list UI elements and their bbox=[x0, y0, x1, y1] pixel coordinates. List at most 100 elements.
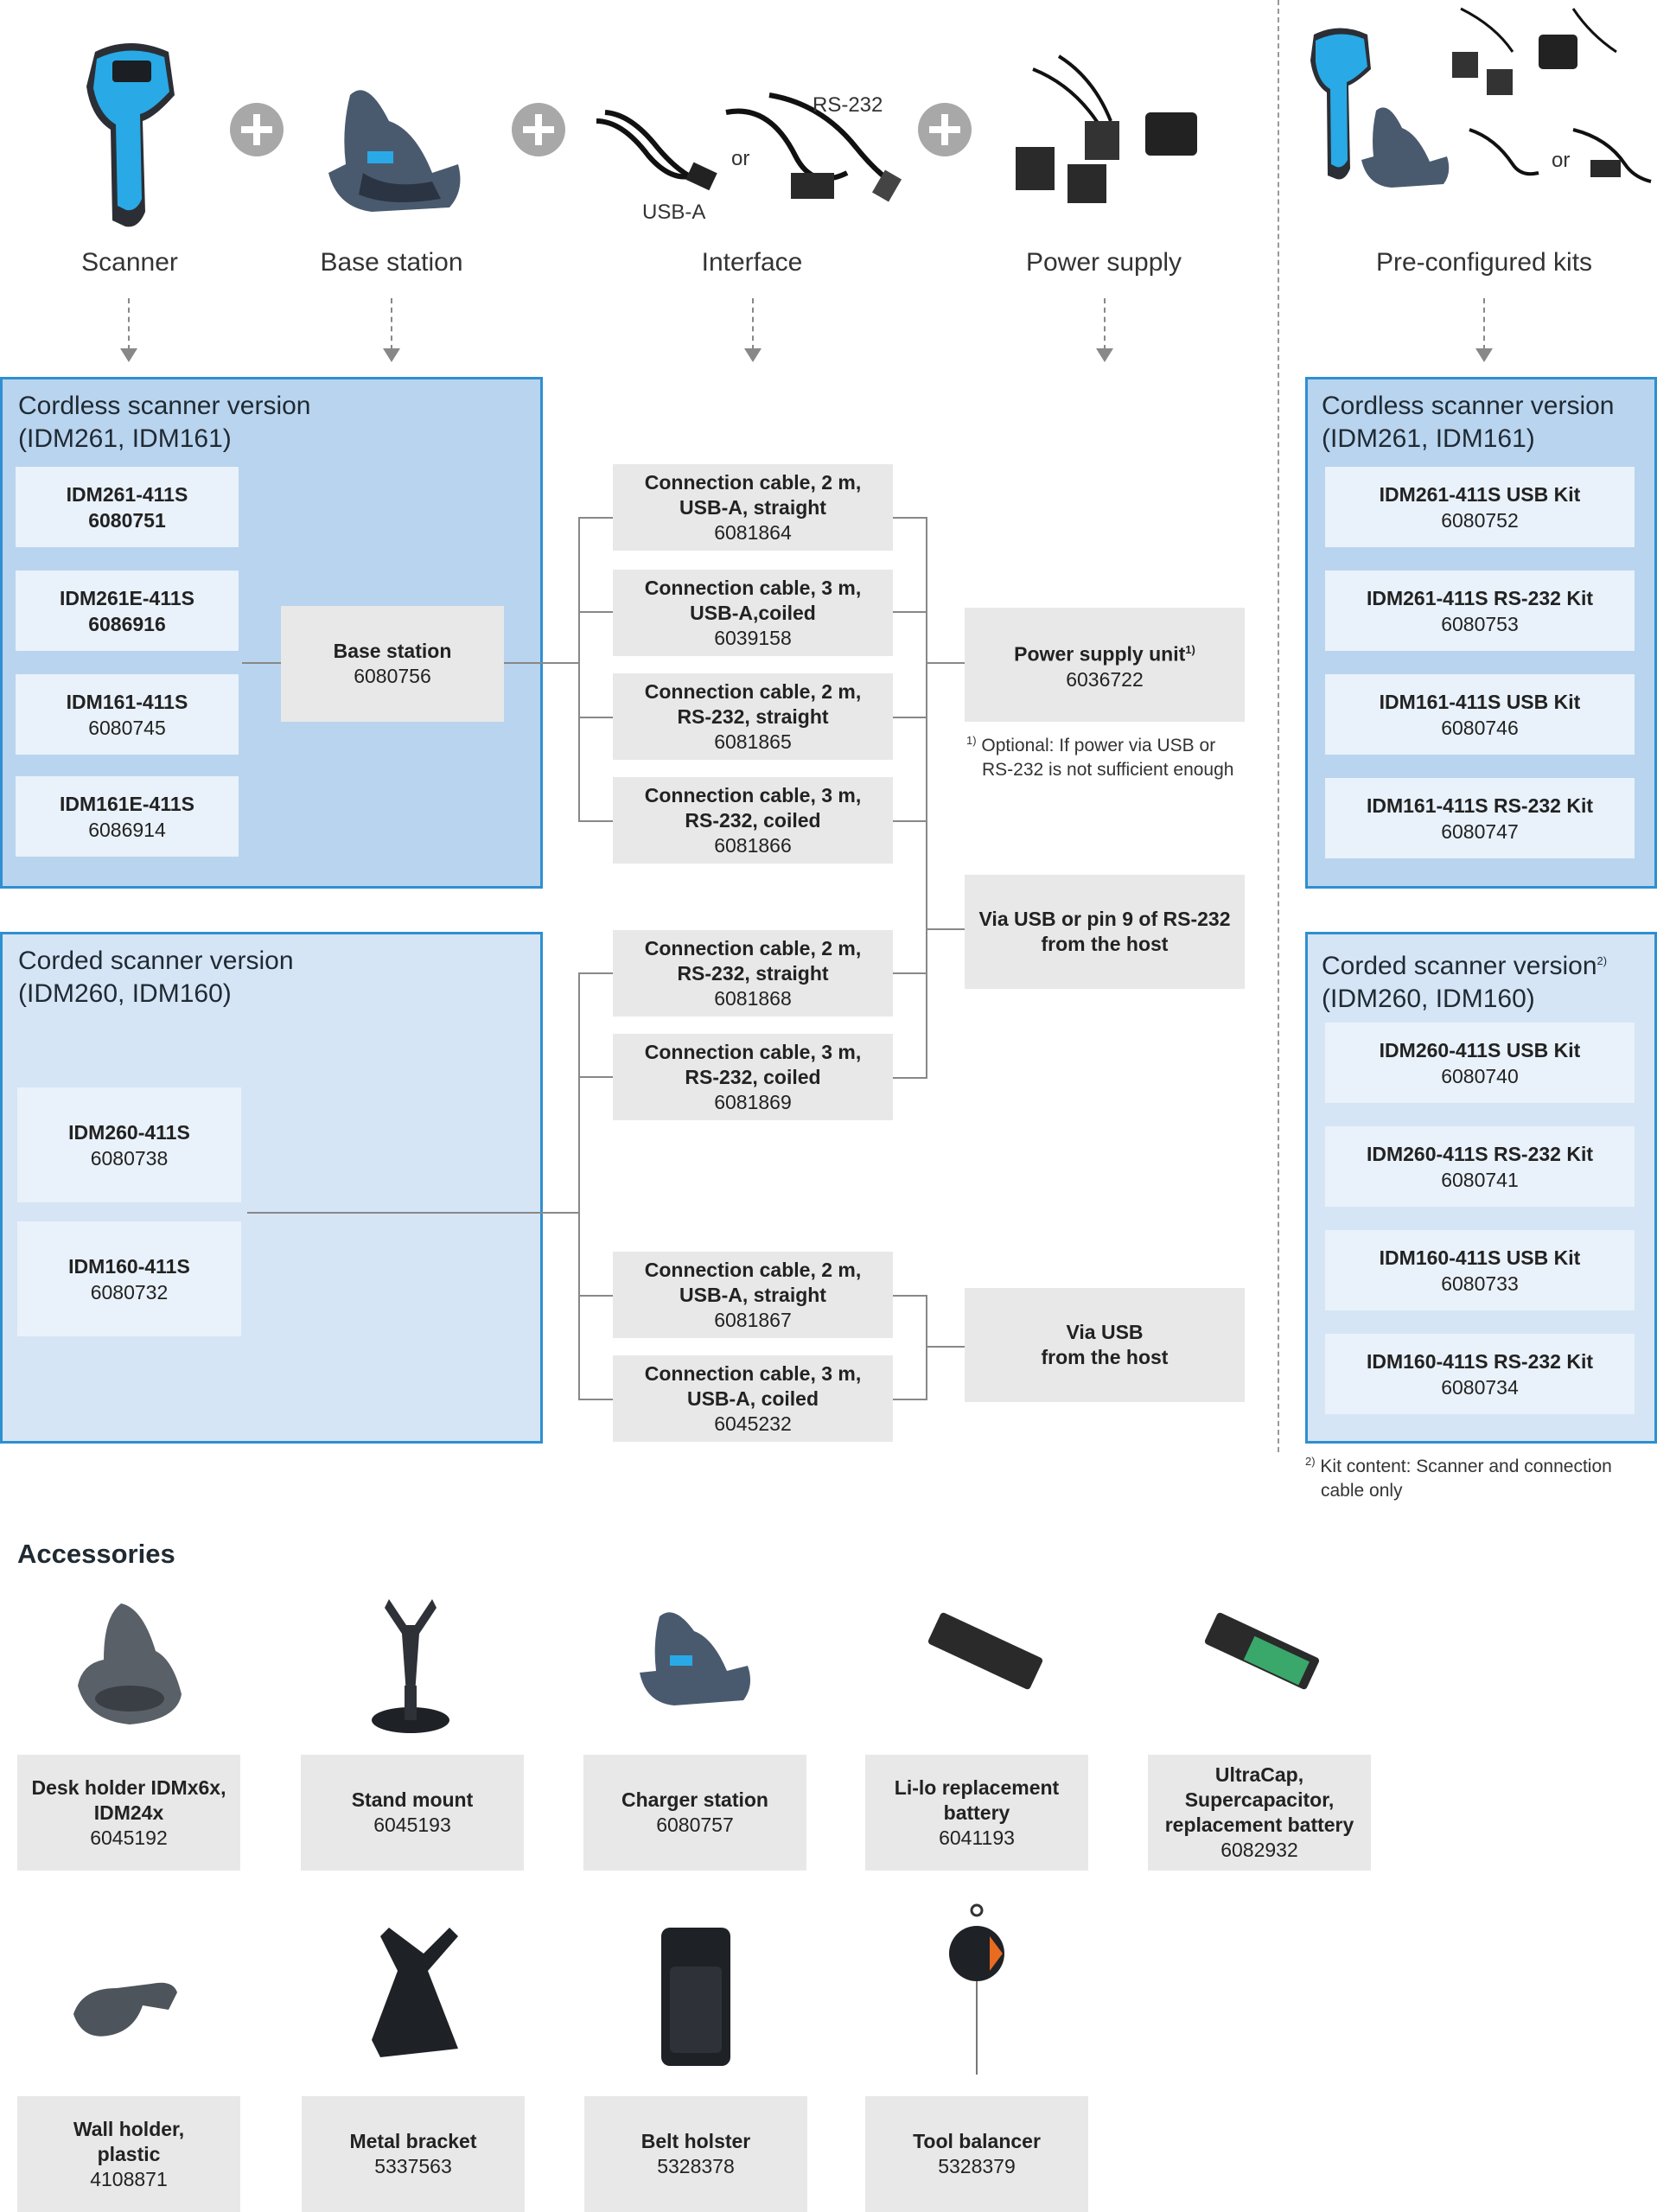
battery-icon bbox=[927, 1612, 1043, 1690]
plus-icon bbox=[512, 103, 565, 156]
connector-line bbox=[926, 1295, 927, 1400]
or-label: or bbox=[1552, 149, 1571, 172]
connector-line bbox=[926, 662, 965, 664]
base-station-icon bbox=[328, 90, 461, 213]
belt-holster-icon bbox=[661, 1928, 730, 2066]
connector-line bbox=[242, 662, 281, 664]
power-supply-icon bbox=[1016, 54, 1197, 203]
kits-corded-title: Corded scanner version2)(IDM260, IDM160) bbox=[1322, 952, 1608, 1013]
desk-holder-icon bbox=[78, 1603, 182, 1724]
tool-balancer-icon bbox=[949, 1903, 1004, 2075]
connector-line bbox=[893, 1295, 927, 1297]
accessories-title: Accessories bbox=[17, 1539, 175, 1569]
arrow-down-icon bbox=[120, 298, 137, 362]
connector-line bbox=[578, 972, 613, 974]
kits-cordless-title: Cordless scanner version(IDM261, IDM161) bbox=[1322, 392, 1615, 453]
connector-line bbox=[893, 820, 927, 822]
connector-line bbox=[578, 1076, 613, 1078]
kit-scanner-icon bbox=[1310, 28, 1371, 180]
kit-base-icon bbox=[1361, 107, 1450, 188]
divider bbox=[1278, 0, 1279, 1452]
connector-line bbox=[893, 517, 927, 519]
arrow-down-icon bbox=[1096, 298, 1113, 362]
connector-line bbox=[926, 517, 927, 1079]
scanner-icon bbox=[86, 43, 175, 227]
connector-line bbox=[893, 717, 927, 718]
cordless-title: Cordless scanner version(IDM261, IDM161) bbox=[18, 392, 311, 453]
accessory-card[interactable]: UltraCap,Supercapacitor,replacement batt… bbox=[1148, 1755, 1371, 1871]
connector-line bbox=[926, 928, 965, 930]
arrow-down-icon bbox=[1475, 298, 1493, 362]
arrow-down-icon bbox=[744, 298, 762, 362]
kit-power-icon bbox=[1452, 7, 1617, 95]
wall-holder-icon bbox=[73, 1982, 177, 2037]
corded-panel: Corded scanner version(IDM260, IDM160) bbox=[0, 932, 543, 1444]
connector-line bbox=[578, 517, 613, 519]
charger-station-icon bbox=[640, 1612, 751, 1705]
connector-line bbox=[578, 517, 580, 821]
header-scanner: Scanner bbox=[81, 248, 178, 277]
rs232-cable-icon bbox=[725, 92, 902, 202]
plus-icon bbox=[918, 103, 972, 156]
corded-title: Corded scanner version(IDM260, IDM160) bbox=[18, 947, 294, 1008]
header-interface: Interface bbox=[701, 248, 803, 277]
connector-line bbox=[926, 1346, 965, 1348]
header-kits: Pre-configured kits bbox=[1375, 248, 1593, 277]
connector-line bbox=[578, 611, 613, 613]
kit-cable-icon bbox=[1469, 128, 1652, 183]
header-base-station: Base station bbox=[320, 248, 463, 277]
connector-line bbox=[578, 820, 613, 822]
connector-line bbox=[578, 1399, 613, 1400]
ultracap-icon bbox=[1204, 1612, 1320, 1690]
plus-icon bbox=[230, 103, 284, 156]
header-power-supply: Power supply bbox=[1025, 248, 1182, 277]
connector-line bbox=[893, 1077, 927, 1079]
arrow-down-icon bbox=[383, 298, 400, 362]
connector-line bbox=[893, 1399, 927, 1400]
power-supply-card[interactable]: Power supply unit1) 6036722 bbox=[965, 608, 1245, 722]
connector-line bbox=[578, 972, 580, 1400]
usb-cable-icon bbox=[596, 110, 717, 191]
connector-line bbox=[893, 972, 927, 974]
kits-footnote: 2) Kit content: Scanner and connection c… bbox=[1305, 1455, 1612, 1501]
connector-line bbox=[578, 1295, 613, 1297]
connector-line bbox=[578, 717, 613, 718]
rs232-label: RS-232 bbox=[813, 93, 883, 117]
usb-a-label: USB-A bbox=[642, 201, 706, 224]
or-label: or bbox=[731, 147, 750, 170]
metal-bracket-icon bbox=[372, 1928, 458, 2057]
